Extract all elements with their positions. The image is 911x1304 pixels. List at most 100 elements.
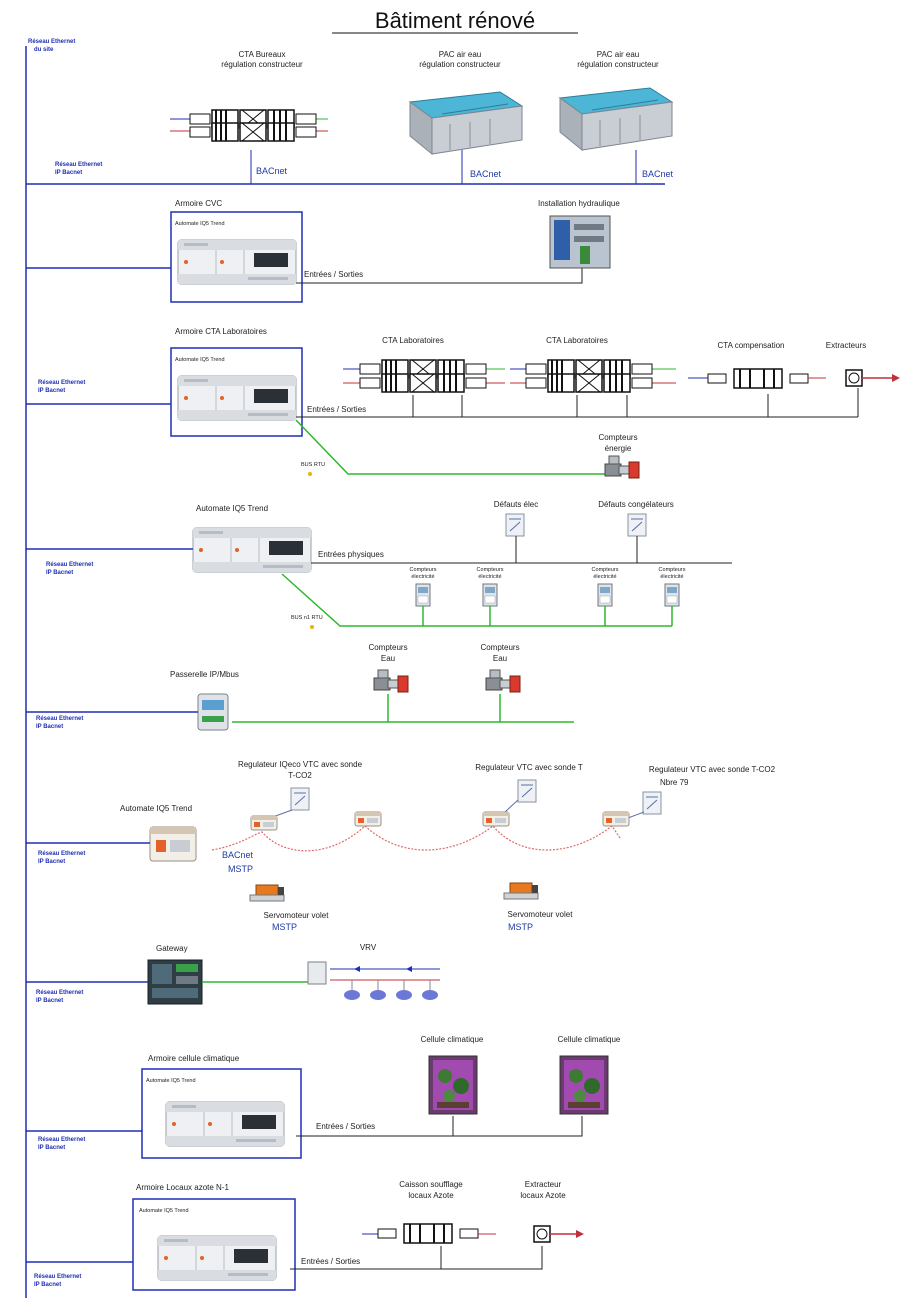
regulator-1-sublabel: T-CO2 (288, 771, 312, 780)
extracteurs-label: Extracteurs (826, 341, 866, 350)
pac2-sublabel: régulation constructeur (577, 60, 659, 69)
armoire-cellule-label: Armoire cellule climatique (148, 1054, 240, 1063)
automate-label-s4: Automate IQ5 Trend (196, 504, 268, 513)
caisson-label: Caisson soufflage (399, 1180, 463, 1189)
cell-1-image (428, 1055, 478, 1115)
section-hvac-equipment: CTA Bureaux régulation constructeur PAC … (26, 50, 674, 185)
water-meter-1-sublabel: Eau (381, 654, 395, 663)
net-label-s7-2: IP Bacnet (36, 998, 63, 1004)
pac1-label: PAC air eau (439, 50, 482, 59)
bacnet-logo-1: BACnet (256, 166, 288, 176)
servo-1-label: Servomoteur volet (264, 911, 330, 920)
regulator-2-device (354, 811, 382, 827)
automate-label-s3: Automate IQ5 Trend (175, 357, 225, 363)
elec-meter-2-sublabel: électricité (478, 574, 501, 580)
freezer-faults-icon (627, 513, 647, 537)
hydraulic-label: Installation hydraulique (538, 199, 620, 208)
cell-2-image (559, 1055, 609, 1115)
net-label-s6: Réseau Ethernet (38, 851, 85, 857)
section-armoire-cvc: Armoire CVC Automate IQ5 Trend Entrées /… (26, 199, 620, 303)
cta-lab1-unit (343, 359, 505, 393)
cta-lab2-unit (510, 359, 676, 393)
regulator-1-device (250, 815, 278, 831)
section-electrical-meters: Automate IQ5 Trend Réseau Ethernet IP Ba… (26, 500, 732, 629)
regulator-3-sensor (517, 779, 537, 803)
water-meter-2-sublabel: Eau (493, 654, 507, 663)
mbus-gateway-label: Passerelle IP/Mbus (170, 670, 239, 679)
armoire-cta-labs-panel (170, 347, 303, 437)
regulator-count: Nbre 79 (660, 778, 689, 787)
freezer-faults-label: Défauts congélateurs (598, 500, 674, 509)
cta-bureaux-unit (170, 109, 328, 142)
elec-meter-4 (664, 583, 680, 607)
vrv-label: VRV (360, 943, 377, 952)
net-label-s3: Réseau Ethernet (38, 380, 85, 386)
elec-meter-1-sublabel: électricité (411, 574, 434, 580)
plc-s6 (149, 826, 197, 862)
io-label-s9: Entrées / Sorties (301, 1257, 360, 1266)
net-label-s4: Réseau Ethernet (46, 562, 93, 568)
regulator-1-sensor (290, 787, 310, 811)
elec-meter-2-label: Compteurs (477, 567, 504, 573)
extractor-azote-label: Extracteur (525, 1180, 562, 1189)
net-label-s3-2: IP Bacnet (38, 388, 65, 394)
elec-meter-3-sublabel: électricité (593, 574, 616, 580)
elec-meter-3-label: Compteurs (592, 567, 619, 573)
water-meter-2-label: Compteurs (480, 643, 519, 652)
water-meter-1-image (373, 669, 409, 693)
regulator-4-sensor (642, 791, 662, 815)
energy-meter-image (604, 455, 640, 479)
caisson-sublabel: locaux Azote (408, 1191, 454, 1200)
plc-s8 (165, 1101, 285, 1147)
cta-compensation-label: CTA compensation (718, 341, 785, 350)
bacnet-mstp-logo: BACnet (222, 850, 254, 860)
net-label-s6-2: IP Bacnet (38, 859, 65, 865)
pac2-chiller-image (559, 87, 673, 151)
automate-label-s2: Automate IQ5 Trend (175, 221, 225, 227)
site-network-label: Réseau Ethernet (28, 39, 75, 45)
mbus-gateway-device (197, 693, 229, 731)
regulator-1-label: Regulateur IQeco VTC avec sonde (238, 760, 363, 769)
regulator-4-device (602, 811, 630, 827)
water-meter-2-image (485, 669, 521, 693)
elec-meter-4-sublabel: électricité (660, 574, 683, 580)
energy-meter-label: Compteurs (598, 433, 637, 442)
section-vrv: Gateway Réseau Ethernet IP Bacnet VRV (26, 943, 440, 1005)
section-water-meters: Passerelle IP/Mbus Réseau Ethernet IP Ba… (26, 643, 574, 731)
inputs-label: Entrées physiques (318, 550, 384, 559)
water-meter-1-label: Compteurs (368, 643, 407, 652)
armoire-azote-label: Armoire Locaux azote N-1 (136, 1183, 229, 1192)
elec-meter-1 (415, 583, 431, 607)
regulator-4-label: Regulateur VTC avec sonde T-CO2 (649, 765, 776, 774)
hydraulic-installation-image (549, 215, 611, 269)
regulator-3-device (482, 811, 510, 827)
elec-faults-label: Défauts élec (494, 500, 538, 509)
net-label-s5: Réseau Ethernet (36, 716, 83, 722)
net-label-s7: Réseau Ethernet (36, 990, 83, 996)
net-label-s4-2: IP Bacnet (46, 570, 73, 576)
net-label-s5-2: IP Bacnet (36, 724, 63, 730)
section-mstp-regulators: Automate IQ5 Trend Réseau Ethernet IP Ba… (26, 760, 776, 932)
caisson-unit (362, 1223, 496, 1244)
armoire-cta-labs-label: Armoire CTA Laboratoires (175, 327, 267, 336)
net-label-s8-2: IP Bacnet (38, 1145, 65, 1151)
elec-meter-1-label: Compteurs (410, 567, 437, 573)
elec-meter-2 (482, 583, 498, 607)
servo-2-label: Servomoteur volet (508, 910, 574, 919)
io-label-s3: Entrées / Sorties (307, 405, 366, 414)
vrv-system-image (307, 961, 440, 1000)
automate-label-s9: Automate IQ5 Trend (139, 1208, 189, 1214)
pac2-label: PAC air eau (597, 50, 640, 59)
mstp-bus-line (211, 825, 621, 852)
armoire-azote-panel (132, 1198, 296, 1291)
net-label-s1: Réseau Ethernet (55, 162, 102, 168)
pac1-chiller-image (409, 91, 523, 155)
mstp-label: MSTP (228, 864, 253, 874)
section-armoire-azote: Armoire Locaux azote N-1 Automate IQ5 Tr… (26, 1180, 584, 1291)
cta-lab1-label: CTA Laboratoires (382, 336, 444, 345)
elec-faults-icon (505, 513, 525, 537)
extractor-azote-unit (533, 1225, 584, 1243)
servo-1-image (249, 884, 285, 902)
cta-bureaux-label: CTA Bureaux (239, 50, 286, 59)
